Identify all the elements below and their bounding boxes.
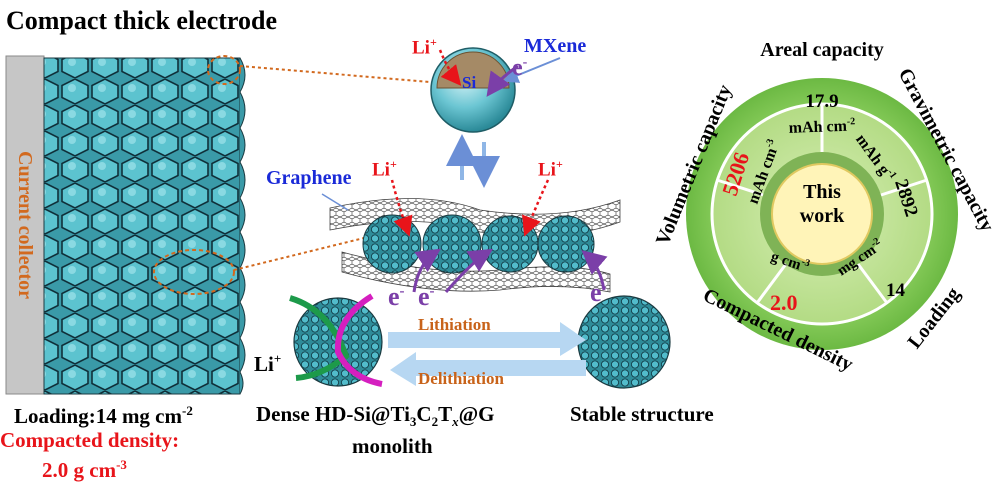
li-left-label: Li+ — [372, 157, 397, 181]
zoom-circle-middle — [153, 249, 235, 295]
dense-caption: Dense HD-Si@Ti3C2Tx@G — [256, 402, 495, 430]
graphene-pointer — [321, 193, 349, 211]
li-bottom-label: Li+ — [254, 351, 282, 376]
collector-label: Current collector — [14, 151, 36, 299]
lithiation-arrow — [388, 322, 586, 356]
electrode-edge-bumps — [239, 57, 246, 395]
radar-dividers — [716, 104, 928, 304]
radar-center-top: This — [803, 181, 841, 203]
electron-path-3 — [581, 250, 608, 291]
lithiation-label: Lithiation — [418, 315, 491, 334]
monolith-caption: monolith — [352, 434, 433, 458]
electron-top-label: e- — [512, 55, 528, 81]
density-caption-label: Compacted density: — [0, 428, 180, 452]
electron-label-3: e- — [590, 278, 607, 307]
radar-center — [771, 163, 873, 265]
li-path-top — [438, 49, 462, 86]
zoom-line-middle — [233, 237, 365, 271]
areal-value: 17.9 — [805, 91, 839, 112]
zoom-line-top — [239, 65, 431, 83]
electron-path-2 — [444, 248, 494, 293]
radar-center-bottom: work — [799, 205, 845, 227]
loading-exp: -2 — [182, 403, 193, 418]
delithiation-label: Delithiation — [418, 369, 504, 388]
density-caption-value: 2.0 g cm-3 — [42, 458, 127, 481]
mxene-label: MXene — [524, 35, 587, 57]
density-exp: -3 — [116, 457, 127, 472]
electron-label-2: e- — [418, 282, 435, 311]
electron-label-1: e- — [388, 282, 405, 311]
green-arrow — [289, 295, 350, 381]
electron-path-1 — [412, 248, 441, 293]
stable-caption: Stable structure — [570, 402, 714, 426]
loading-value: 14 — [886, 280, 905, 301]
particle-1 — [362, 214, 422, 274]
zoom-circle-top — [207, 55, 241, 85]
page-title: Compact thick electrode — [6, 6, 278, 35]
areal-capacity-label: Areal capacity — [760, 39, 884, 61]
delithiation-arrow — [390, 352, 586, 386]
li-right-label: Li+ — [538, 157, 563, 181]
mxene-pointer — [502, 57, 561, 83]
electron-path-top — [486, 64, 519, 97]
current-collector-bar — [5, 55, 45, 395]
magenta-arrow — [334, 293, 383, 387]
electrode-block — [43, 57, 241, 395]
density-value: 2.0 g cm — [42, 458, 117, 482]
areal-unit: mAh cm-2 — [788, 116, 856, 137]
loading-text: Loading:14 mg cm — [14, 404, 182, 428]
particle-4 — [537, 215, 595, 273]
graphene-label: Graphene — [266, 167, 352, 189]
li-path-left — [390, 179, 413, 237]
si-label: Si — [462, 73, 477, 92]
li-top-label: Li+ — [412, 35, 437, 59]
particle-3 — [481, 215, 539, 273]
loading-caption: Loading:14 mg cm-2 — [14, 404, 193, 427]
stable-structure — [577, 295, 671, 389]
density-value-radar: 2.0 — [770, 290, 798, 315]
